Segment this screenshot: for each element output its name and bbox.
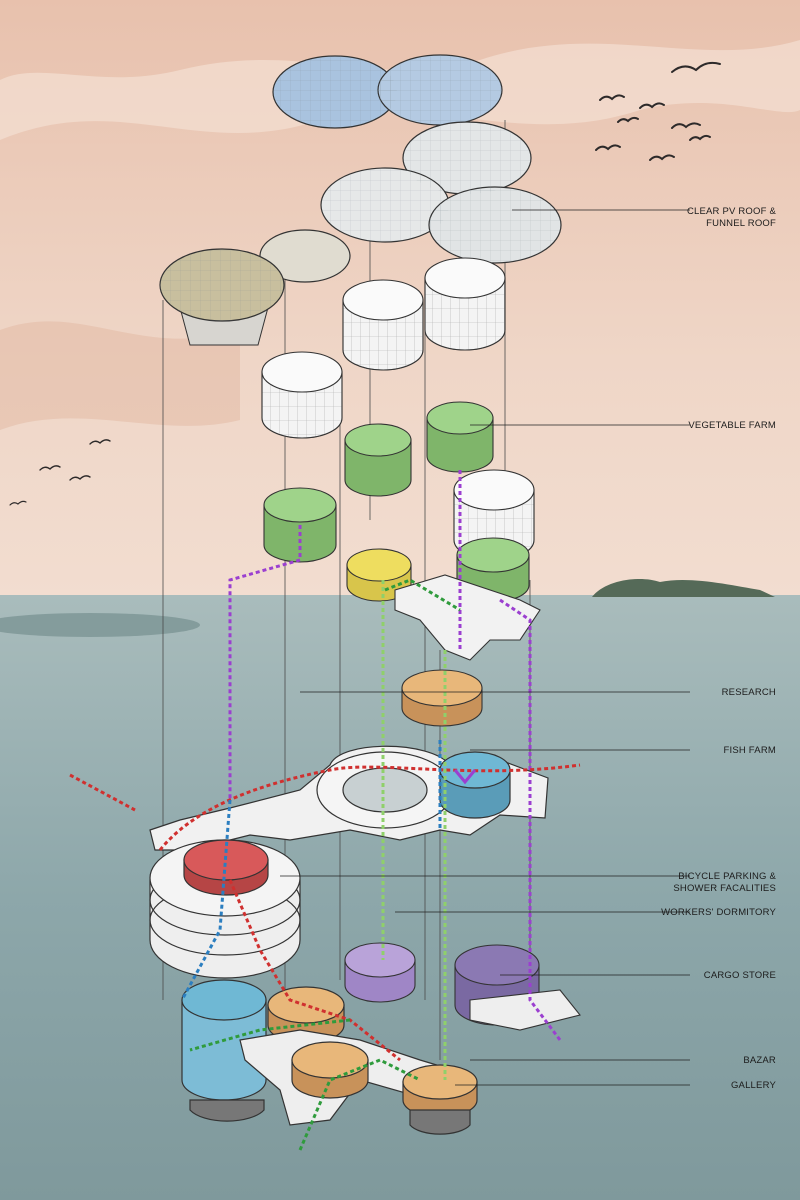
circulation-routes bbox=[69, 470, 581, 1151]
label-gallery: GALLERY bbox=[640, 1080, 776, 1092]
label-vegetable-farm-text: VEGETABLE FARM bbox=[688, 420, 776, 431]
label-bicycle-line1: BICYCLE PARKING & bbox=[678, 871, 776, 882]
roof-level bbox=[159, 54, 562, 346]
shoal bbox=[0, 613, 200, 637]
upper-walkway bbox=[394, 574, 541, 661]
birds bbox=[9, 61, 721, 506]
cloud bbox=[0, 321, 240, 430]
label-workers-dormitory-text: WORKERS' DORMITORY bbox=[661, 907, 776, 918]
route-purple bbox=[228, 470, 562, 1041]
label-bicycle-line2: SHOWER FACALITIES bbox=[673, 883, 776, 894]
route-blue bbox=[180, 740, 442, 1001]
label-bicycle-parking: BICYCLE PARKING & SHOWER FACALITIES bbox=[640, 871, 776, 895]
route-red bbox=[69, 763, 581, 1062]
label-gallery-text: GALLERY bbox=[730, 1080, 776, 1091]
label-bazar-text: BAZAR bbox=[743, 1055, 776, 1066]
label-fish-farm-text: FISH FARM bbox=[723, 745, 776, 756]
label-cargo-store-text: CARGO STORE bbox=[703, 970, 776, 981]
label-pv-roof-line2: FUNNEL ROOF bbox=[706, 218, 776, 229]
label-vegetable-farm: VEGETABLE FARM bbox=[640, 420, 776, 432]
dormitory-disc bbox=[344, 942, 416, 1003]
leader-lines bbox=[280, 209, 690, 1086]
label-bazar: BAZAR bbox=[640, 1055, 776, 1067]
research-disc bbox=[401, 669, 483, 727]
route-lightgreen bbox=[381, 580, 447, 1080]
route-green bbox=[189, 578, 461, 1151]
sea bbox=[0, 595, 800, 1200]
bicycle-red-disc bbox=[183, 839, 269, 881]
label-fish-farm: FISH FARM bbox=[640, 745, 776, 757]
label-pv-roof-line1: CLEAR PV ROOF & bbox=[686, 206, 776, 217]
label-research-text: RESEARCH bbox=[721, 687, 776, 698]
gallery-disc bbox=[402, 1064, 478, 1100]
bicycle-parking-stack bbox=[149, 839, 301, 979]
label-research: RESEARCH bbox=[640, 687, 776, 699]
label-cargo-store: CARGO STORE bbox=[640, 970, 776, 982]
vegetable-farms bbox=[263, 401, 530, 603]
label-pv-roof: CLEAR PV ROOF & FUNNEL ROOF bbox=[640, 206, 776, 230]
label-workers-dormitory: WORKERS' DORMITORY bbox=[640, 907, 776, 919]
island bbox=[592, 578, 775, 597]
